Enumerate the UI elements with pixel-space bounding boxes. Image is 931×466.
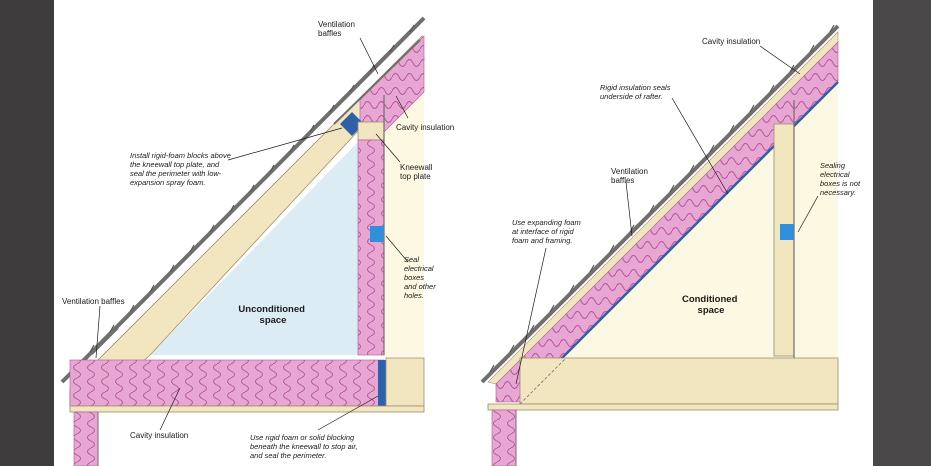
- left-ventilation-baffle-top: [333, 39, 421, 125]
- right-top-plate: [487, 403, 839, 411]
- left-floor-joist: [385, 357, 425, 407]
- left-label-ventilation-baffles-top: Ventilation baffles: [318, 20, 357, 38]
- background-frame-right: [872, 0, 931, 466]
- right-floor-joist: [519, 357, 839, 405]
- right-dashed-rafter-edge: [519, 357, 567, 405]
- right-label-rigid-insulation-note: Rigid insulation seals underside of raft…: [600, 83, 673, 101]
- left-kneewall-insulation: [357, 139, 385, 356]
- left-roof-line: [60, 16, 426, 384]
- left-exterior-wall-insulation: [73, 411, 99, 466]
- right-electrical-box: [780, 224, 794, 240]
- left-label-rigid-foam-note: Install rigid-foam blocks above the knee…: [130, 151, 233, 187]
- left-leader-lines: [95, 37, 409, 431]
- left-label-cavity-insulation-top: Cavity insulation: [396, 123, 454, 132]
- right-roof-shingles: [489, 24, 835, 373]
- right-roof-line: [480, 24, 840, 384]
- left-electrical-box: [370, 226, 384, 242]
- left-label-unconditioned-space: Unconditioned space: [238, 304, 307, 326]
- left-floor-insulation: [69, 359, 385, 407]
- right-leader-lines: [515, 45, 819, 385]
- left-top-plate: [69, 405, 425, 413]
- left-kneewall-top-plate: [357, 121, 385, 141]
- right-label-ventilation-baffles: Ventilation baffles: [611, 167, 650, 185]
- left-label-blocking-note: Use rigid foam or solid blocking beneath…: [250, 433, 360, 460]
- right-label-sealing-note: Sealing electrical boxes is not necessar…: [820, 161, 862, 197]
- unconditioned-space-area: [150, 142, 358, 355]
- left-diagram: Ventilation baffles Cavity insulation In…: [60, 16, 454, 466]
- left-label-kneewall-top-plate: Kneewall top plate: [400, 163, 435, 181]
- left-label-seal-boxes: Seal electrical boxes and other holes.: [404, 255, 438, 300]
- left-label-cavity-insulation-bottom: Cavity insulation: [130, 431, 188, 440]
- right-label-expanding-foam-note: Use expanding foam at interface of rigid…: [512, 218, 583, 245]
- left-label-ventilation-baffles-bottom: Ventilation baffles: [62, 297, 125, 306]
- right-label-conditioned-space: Conditioned space: [682, 294, 740, 316]
- right-diagram: Cavity insulation Rigid insulation seals…: [480, 24, 862, 466]
- left-floor-blocking: [378, 360, 386, 406]
- right-exterior-wall-insulation: [491, 409, 517, 466]
- left-conditioned-room: [384, 95, 424, 357]
- right-label-cavity-insulation: Cavity insulation: [702, 37, 760, 46]
